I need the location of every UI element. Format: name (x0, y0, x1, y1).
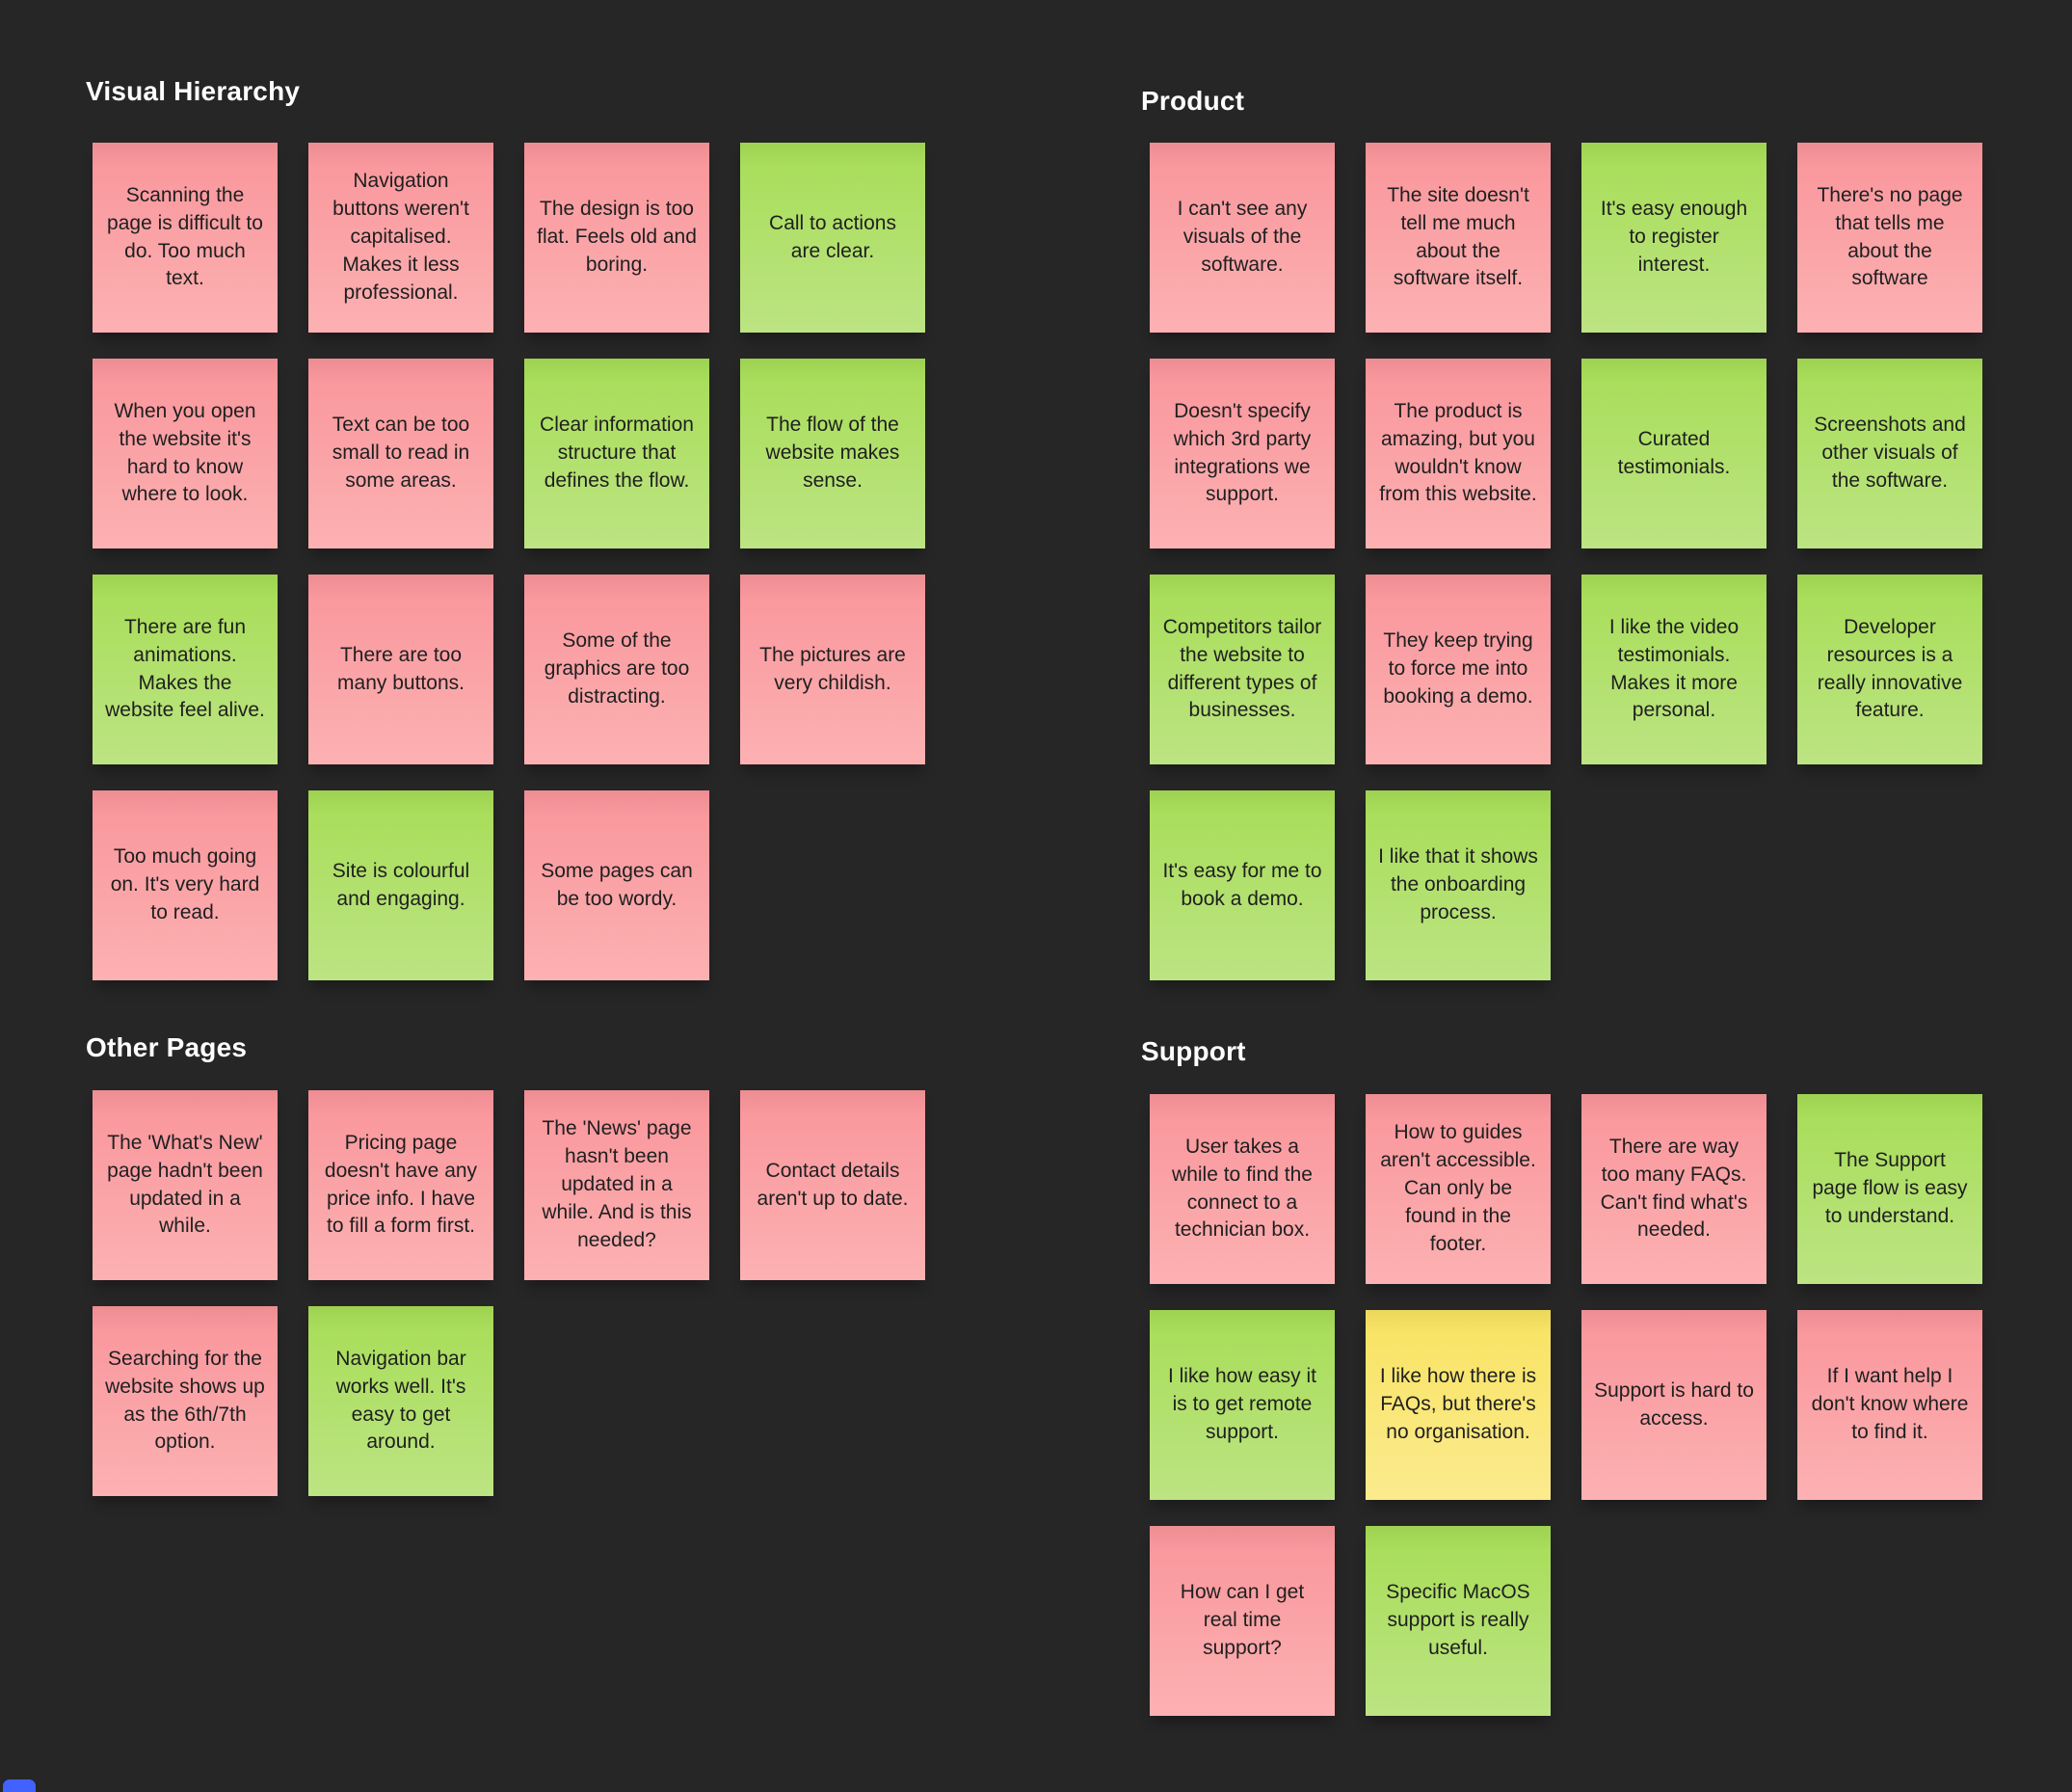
sticky-note-text: I like the video testimonials. Makes it … (1608, 615, 1740, 722)
sticky-note-text: Pricing page doesn't have any price info… (324, 1131, 478, 1238)
sticky-note-text: Navigation bar works well. It's easy to … (335, 1347, 466, 1454)
sticky-note-text: There's no page that tells me about the … (1817, 183, 1963, 290)
sticky-note-positive[interactable]: Developer resources is a really innovati… (1797, 575, 1982, 764)
sticky-note-positive[interactable]: Specific MacOS support is really useful. (1366, 1526, 1551, 1716)
sticky-note-positive[interactable]: The flow of the website makes sense. (740, 359, 925, 548)
sticky-note-positive[interactable]: The Support page flow is easy to underst… (1797, 1094, 1982, 1284)
sticky-note-negative[interactable]: Searching for the website shows up as th… (93, 1306, 278, 1496)
sticky-note-negative[interactable]: The pictures are very childish. (740, 575, 925, 764)
sticky-note-mixed[interactable]: I like how there is FAQs, but there's no… (1366, 1310, 1551, 1500)
sticky-note-text: They keep trying to force me into bookin… (1383, 629, 1533, 708)
sticky-note-text: There are fun animations. Makes the webs… (105, 615, 265, 722)
sticky-note-negative[interactable]: Scanning the page is difficult to do. To… (93, 143, 278, 333)
sticky-note-negative[interactable]: The design is too flat. Feels old and bo… (524, 143, 709, 333)
section-title-visual-hierarchy: Visual Hierarchy (86, 76, 301, 106)
sticky-note-positive[interactable]: Screenshots and other visuals of the sof… (1797, 359, 1982, 548)
sticky-note-text: If I want help I don't know where to fin… (1811, 1365, 1969, 1443)
sticky-note-text: How can I get real time support? (1180, 1581, 1305, 1659)
sticky-note-text: User takes a while to find the connect t… (1172, 1135, 1313, 1242)
section-title-product: Product (1141, 86, 1245, 116)
notes-grid-product: I can't see any visuals of the software.… (1150, 143, 1982, 980)
sticky-note-negative[interactable]: Doesn't specify which 3rd party integrat… (1150, 359, 1335, 548)
sticky-note-negative[interactable]: Pricing page doesn't have any price info… (308, 1090, 493, 1280)
sticky-note-text: The site doesn't tell me much about the … (1387, 183, 1529, 290)
sticky-note-text: Site is colourful and engaging. (332, 859, 470, 910)
sticky-note-negative[interactable]: User takes a while to find the connect t… (1150, 1094, 1335, 1284)
sticky-note-positive[interactable]: I like that it shows the onboarding proc… (1366, 790, 1551, 980)
sticky-note-text: Developer resources is a really innovati… (1817, 615, 1963, 722)
sticky-note-negative[interactable]: The 'What's New' page hadn't been update… (93, 1090, 278, 1280)
sticky-note-negative[interactable]: How can I get real time support? (1150, 1526, 1335, 1716)
sticky-note-negative[interactable]: There are too many buttons. (308, 575, 493, 764)
sticky-note-text: Support is hard to access. (1594, 1378, 1754, 1430)
sticky-note-positive[interactable]: Navigation bar works well. It's easy to … (308, 1306, 493, 1496)
sticky-note-positive[interactable]: Clear information structure that defines… (524, 359, 709, 548)
sticky-note-text: The Support page flow is easy to underst… (1812, 1149, 1968, 1227)
sticky-note-positive[interactable]: Competitors tailor the website to differ… (1150, 575, 1335, 764)
sticky-note-negative[interactable]: They keep trying to force me into bookin… (1366, 575, 1551, 764)
sticky-note-text: I like that it shows the onboarding proc… (1378, 845, 1538, 923)
sticky-note-negative[interactable]: There are way too many FAQs. Can't find … (1581, 1094, 1767, 1284)
sticky-note-negative[interactable]: Text can be too small to read in some ar… (308, 359, 493, 548)
sticky-note-text: I like how there is FAQs, but there's no… (1379, 1365, 1537, 1443)
sticky-note-negative[interactable]: The site doesn't tell me much about the … (1366, 143, 1551, 333)
sticky-note-text: Too much going on. It's very hard to rea… (110, 845, 260, 923)
sticky-note-positive[interactable]: Curated testimonials. (1581, 359, 1767, 548)
notes-grid-other-pages: The 'What's New' page hadn't been update… (93, 1090, 925, 1496)
section-title-support: Support (1141, 1036, 1246, 1066)
sticky-note-text: I like how easy it is to get remote supp… (1167, 1365, 1317, 1443)
sticky-note-text: Some of the graphics are too distracting… (544, 629, 690, 708)
sticky-note-text: The 'News' page hasn't been updated in a… (542, 1117, 692, 1251)
sticky-note-negative[interactable]: The 'News' page hasn't been updated in a… (524, 1090, 709, 1280)
section-title-other-pages: Other Pages (86, 1032, 248, 1062)
sticky-note-negative[interactable]: I can't see any visuals of the software. (1150, 143, 1335, 333)
sticky-note-text: When you open the website it's hard to k… (114, 399, 256, 506)
sticky-note-negative[interactable]: The product is amazing, but you wouldn't… (1366, 359, 1551, 548)
sticky-note-negative[interactable]: Some of the graphics are too distracting… (524, 575, 709, 764)
sticky-note-text: Scanning the page is difficult to do. To… (107, 183, 263, 290)
sticky-note-text: The 'What's New' page hadn't been update… (107, 1131, 263, 1238)
sticky-note-text: The product is amazing, but you wouldn't… (1379, 399, 1537, 506)
sticky-note-text: Curated testimonials. (1617, 427, 1731, 478)
sticky-note-negative[interactable]: Support is hard to access. (1581, 1310, 1767, 1500)
sticky-note-text: Call to actions are clear. (769, 211, 896, 262)
notes-grid-support: User takes a while to find the connect t… (1150, 1094, 1982, 1716)
sticky-note-positive[interactable]: There are fun animations. Makes the webs… (93, 575, 278, 764)
notes-grid-visual-hierarchy: Scanning the page is difficult to do. To… (93, 143, 925, 980)
cut-off-blue-button[interactable] (3, 1779, 36, 1792)
sticky-note-text: Navigation buttons weren't capitalised. … (332, 170, 469, 304)
sticky-note-text: The pictures are very childish. (759, 643, 906, 694)
sticky-note-negative[interactable]: If I want help I don't know where to fin… (1797, 1310, 1982, 1500)
sticky-note-text: There are too many buttons. (337, 643, 465, 694)
sticky-note-negative[interactable]: There's no page that tells me about the … (1797, 143, 1982, 333)
sticky-note-text: There are way too many FAQs. Can't find … (1600, 1135, 1748, 1242)
sticky-note-text: I can't see any visuals of the software. (1177, 198, 1308, 276)
sticky-note-positive[interactable]: I like how easy it is to get remote supp… (1150, 1310, 1335, 1500)
sticky-note-positive[interactable]: Site is colourful and engaging. (308, 790, 493, 980)
sticky-note-text: How to guides aren't accessible. Can onl… (1380, 1121, 1536, 1255)
sticky-note-text: Text can be too small to read in some ar… (332, 414, 470, 492)
sticky-note-text: Clear information structure that defines… (540, 414, 694, 492)
sticky-note-negative[interactable]: Some pages can be too wordy. (524, 790, 709, 980)
sticky-note-text: The flow of the website makes sense. (765, 414, 900, 492)
sticky-note-negative[interactable]: Navigation buttons weren't capitalised. … (308, 143, 493, 333)
sticky-note-positive[interactable]: It's easy enough to register interest. (1581, 143, 1767, 333)
sticky-note-negative[interactable]: How to guides aren't accessible. Can onl… (1366, 1094, 1551, 1284)
sticky-note-text: It's easy for me to book a demo. (1162, 859, 1322, 910)
sticky-note-positive[interactable]: It's easy for me to book a demo. (1150, 790, 1335, 980)
sticky-note-positive[interactable]: Call to actions are clear. (740, 143, 925, 333)
sticky-note-text: Screenshots and other visuals of the sof… (1814, 414, 1966, 492)
sticky-note-negative[interactable]: When you open the website it's hard to k… (93, 359, 278, 548)
sticky-note-text: Doesn't specify which 3rd party integrat… (1173, 399, 1312, 506)
sticky-note-text: Competitors tailor the website to differ… (1162, 615, 1322, 722)
sticky-note-negative[interactable]: Contact details aren't up to date. (740, 1090, 925, 1280)
sticky-note-negative[interactable]: Too much going on. It's very hard to rea… (93, 790, 278, 980)
sticky-note-positive[interactable]: I like the video testimonials. Makes it … (1581, 575, 1767, 764)
sticky-note-text: Specific MacOS support is really useful. (1386, 1581, 1530, 1659)
sticky-note-text: Some pages can be too wordy. (541, 859, 693, 910)
sticky-note-text: Contact details aren't up to date. (757, 1159, 909, 1210)
sticky-note-text: The design is too flat. Feels old and bo… (537, 198, 697, 276)
sticky-note-text: Searching for the website shows up as th… (105, 1347, 265, 1454)
sticky-note-text: It's easy enough to register interest. (1600, 198, 1748, 276)
